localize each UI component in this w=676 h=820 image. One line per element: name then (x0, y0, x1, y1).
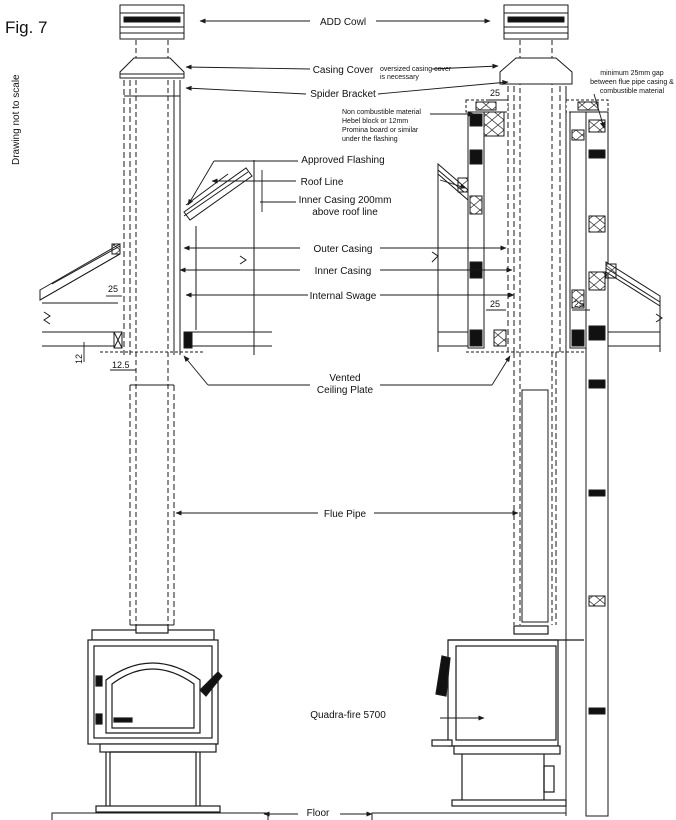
label-noncomb-note-1: Non combustible material (342, 109, 421, 116)
label-noncomb-note-2: Hebel block or 12mm (342, 118, 408, 125)
label-spider-bracket: Spider Bracket (310, 89, 376, 100)
left-cowl (119, 4, 185, 40)
label-noncomb-note-3: Promina board or similar (342, 127, 419, 134)
label-stove-model: Quadra-fire 5700 (310, 710, 386, 721)
label-inner-casing: Inner Casing (315, 266, 372, 277)
label-vented-1: Vented (329, 373, 360, 384)
label-internal-swage: Internal Swage (310, 291, 377, 302)
label-add-cowl: ADD Cowl (320, 17, 366, 28)
label-gap-note-1: minimum 25mm gap (600, 70, 664, 77)
leader-lines (83, 18, 605, 817)
dim-12-5: 12.5 (112, 360, 130, 370)
dim-25-left: 25 (108, 284, 118, 294)
label-approved-flashing: Approved Flashing (301, 155, 384, 166)
label-gap-note-3: combustible material (600, 88, 665, 95)
label-flue-pipe: Flue Pipe (324, 509, 367, 520)
text-labels: ADD Cowl Casing Cover oversized casing c… (74, 17, 674, 819)
right-stove (431, 625, 584, 807)
label-noncomb-note-4: under the flashing (342, 136, 398, 143)
label-vented-2: Ceiling Plate (317, 385, 374, 396)
label-outer-casing: Outer Casing (314, 244, 373, 255)
label-inner-casing-200-1: Inner Casing 200mm (299, 195, 392, 206)
dim-25-mid-top: 25 (490, 88, 500, 98)
label-oversized-note-2: is necessary (380, 74, 419, 81)
dim-25-mid-low: 25 (490, 299, 500, 309)
label-roof-line: Roof Line (301, 177, 344, 188)
label-floor: Floor (307, 808, 330, 819)
left-stove (87, 624, 223, 813)
left-assembly (39, 4, 272, 626)
dim-25-right: 25 (574, 299, 584, 309)
figure-number: Fig. 7 (5, 18, 48, 37)
right-casing-cover (499, 57, 573, 85)
label-inner-casing-200-2: above roof line (312, 207, 378, 218)
dim-12: 12 (74, 354, 84, 364)
label-casing-cover: Casing Cover (313, 65, 374, 76)
right-cowl (503, 4, 569, 40)
label-oversized-note-1: oversized casing cover (380, 66, 452, 73)
left-casing-cover (119, 57, 185, 79)
label-gap-note-2: between flue pipe casing & (590, 79, 674, 86)
scale-note: Drawing not to scale (11, 74, 22, 165)
